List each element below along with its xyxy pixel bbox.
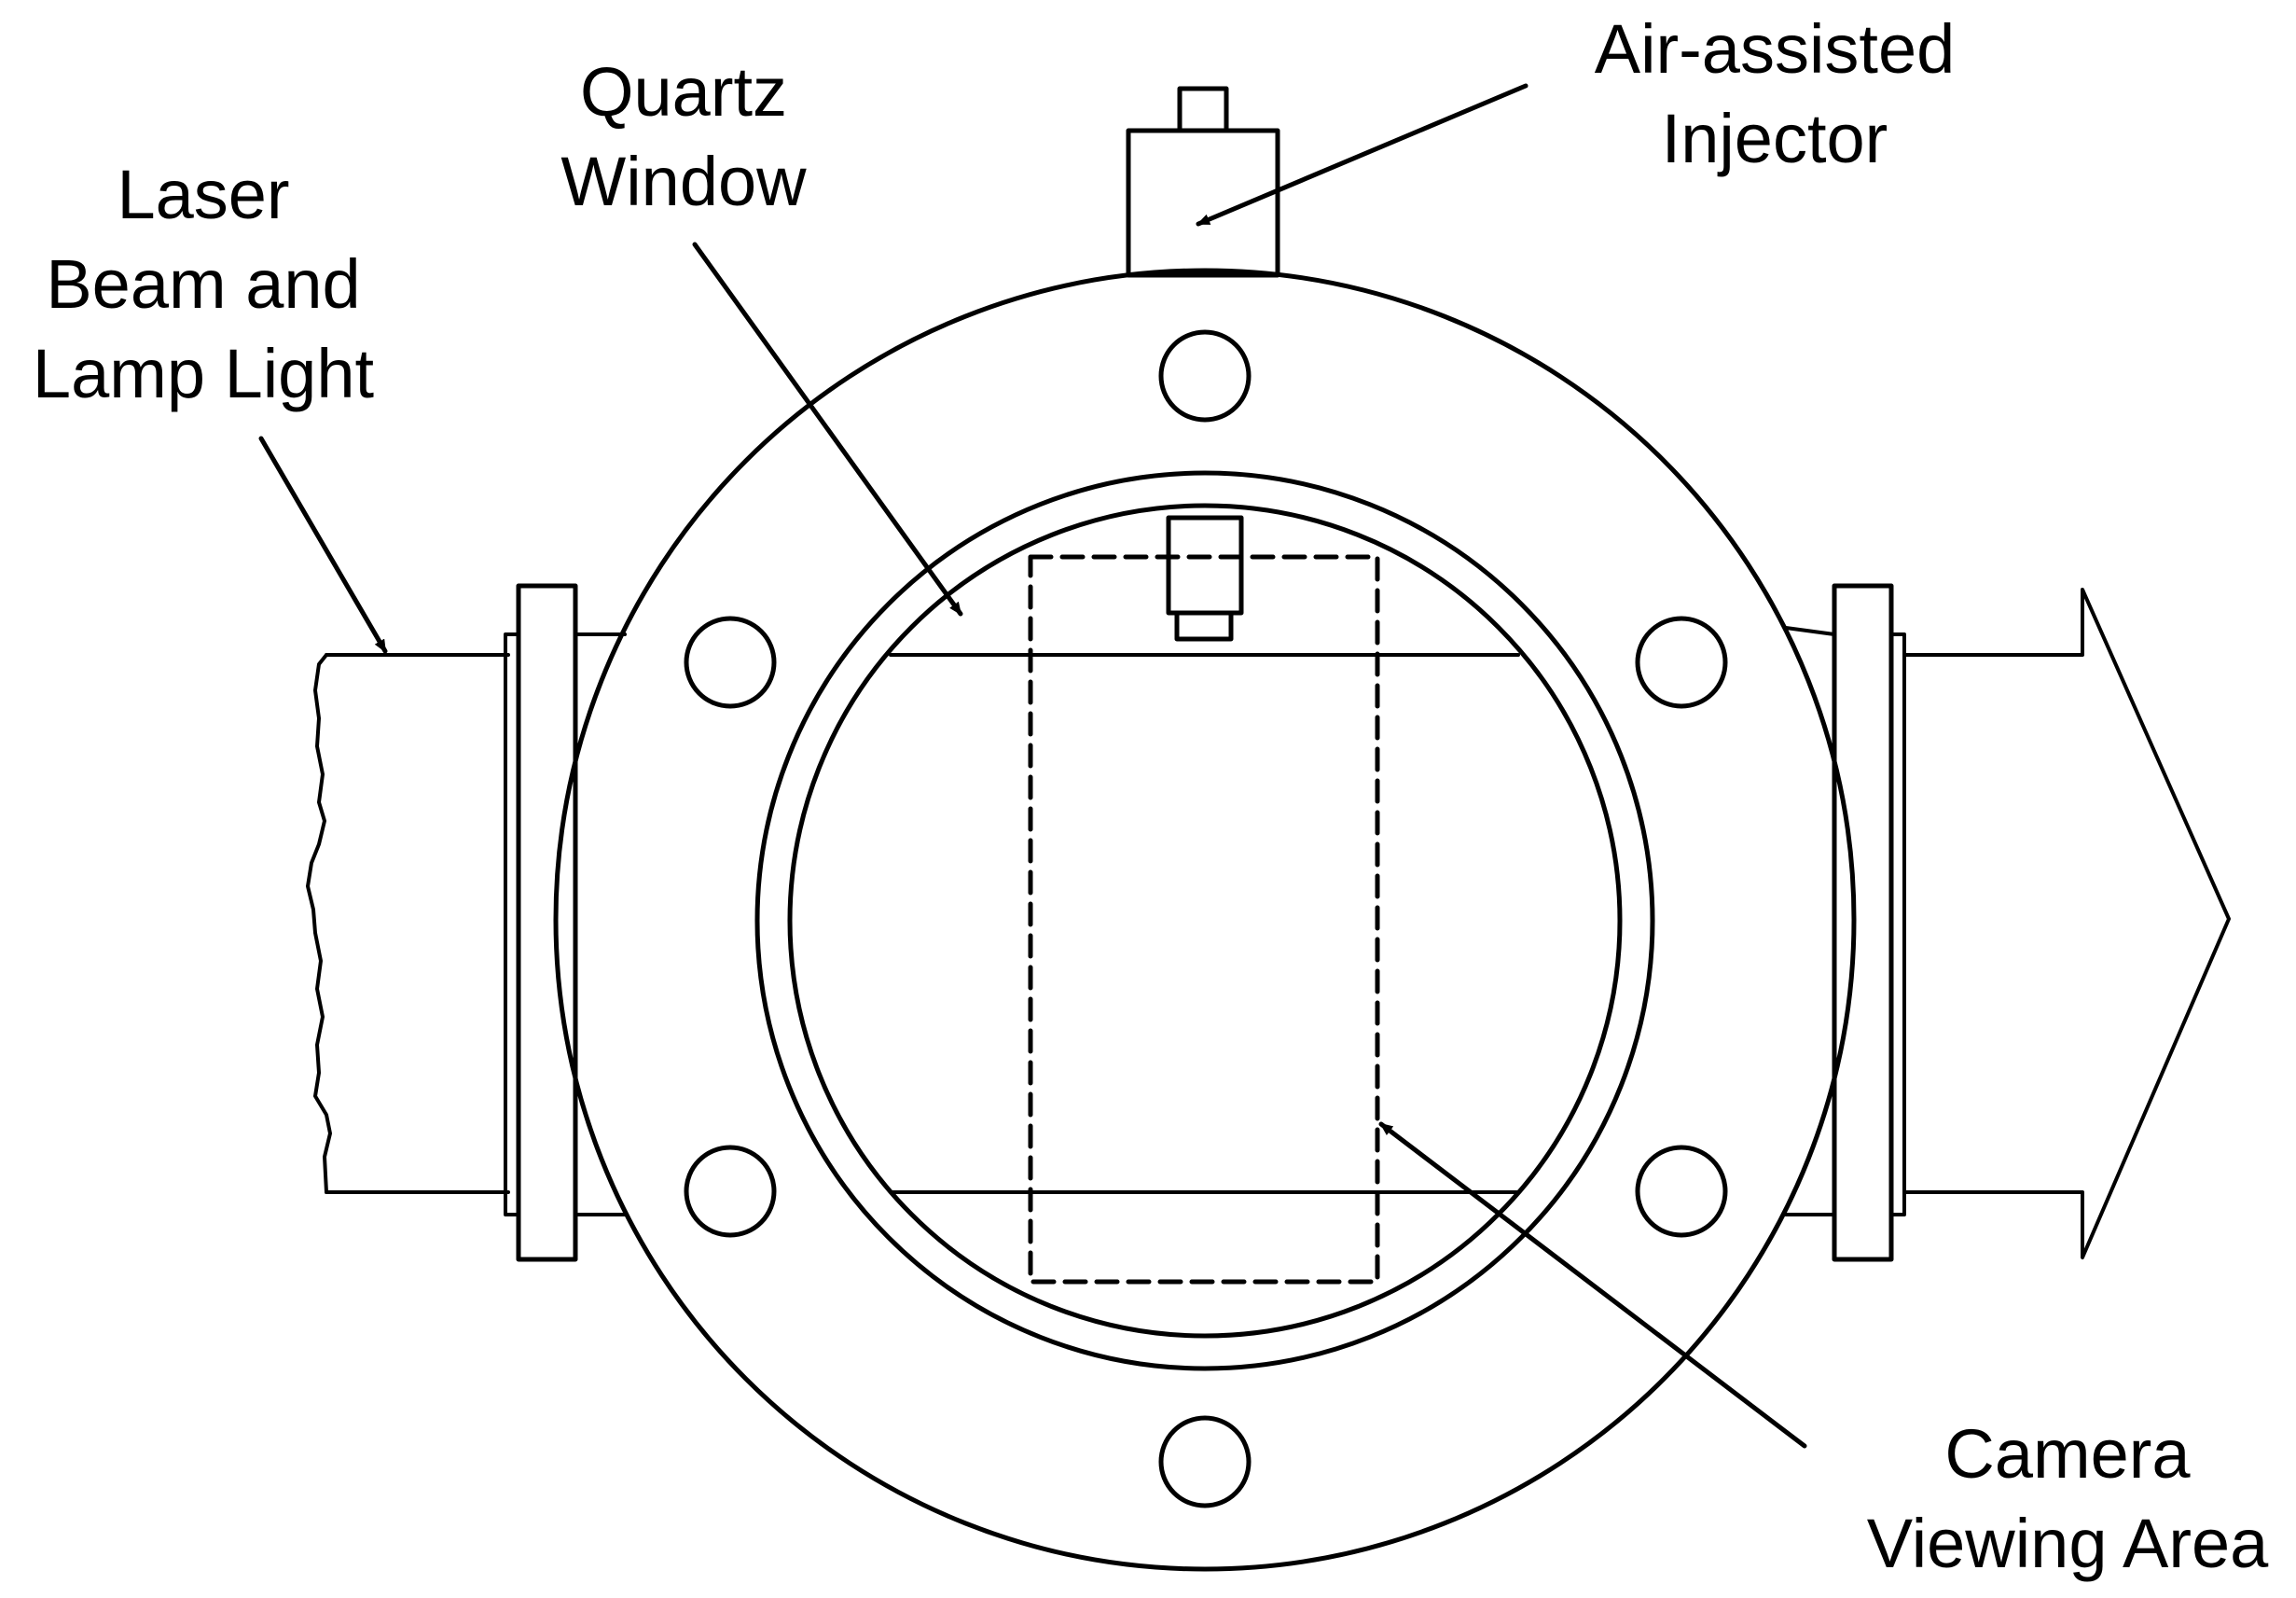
- bolt-hole-top: [1158, 329, 1252, 423]
- injector-tip: [1166, 515, 1244, 642]
- outer-flange-ring: [553, 268, 1857, 1572]
- camera-label-line-2: Viewing Area: [1867, 1505, 2269, 1582]
- quartz-label-line-1: Quartz: [580, 53, 787, 131]
- quartz-label-line-2: Window: [560, 143, 807, 220]
- bolt-hole-lower-right: [1635, 1145, 1728, 1238]
- laser-label-line-1: Laser: [117, 156, 289, 233]
- left-pipe: [306, 653, 510, 1194]
- bolt-hole-upper-left: [684, 616, 777, 709]
- quartz-window-outer-ring: [754, 470, 1655, 1371]
- right-flange: [1784, 583, 1906, 1262]
- camera-label-line-1: Camera: [1944, 1415, 2191, 1493]
- laser-leader-arrow: [258, 436, 388, 654]
- injector-label: Air-assisted Injector: [1595, 10, 1956, 177]
- left-flange: [504, 583, 627, 1262]
- bolt-holes: [684, 329, 1728, 1508]
- laser-label-line-2: Beam and: [46, 245, 360, 323]
- injector-body: [1126, 86, 1280, 278]
- pipe-break-edge: [306, 653, 332, 1194]
- laser-label-line-3: Lamp Light: [33, 335, 375, 412]
- bolt-hole-upper-right: [1635, 616, 1728, 709]
- bolt-hole-bottom: [1158, 1415, 1252, 1508]
- injector-label-line-2: Injector: [1662, 100, 1888, 177]
- injector-leader-arrow: [1196, 83, 1528, 227]
- injector-label-line-1: Air-assisted: [1595, 10, 1956, 88]
- camera-viewing-area-box: [1028, 554, 1380, 1285]
- laser-beam-label: Laser Beam and Lamp Light: [33, 156, 375, 412]
- camera-leader-arrow: [1378, 1121, 1807, 1449]
- quartz-window-inner-ring: [787, 503, 1623, 1339]
- quartz-leader-arrow: [692, 242, 963, 617]
- exit-arrow: [1902, 588, 2231, 1259]
- camera-viewing-area-label: Camera Viewing Area: [1867, 1415, 2269, 1582]
- quartz-window-label: Quartz Window: [560, 53, 807, 220]
- bolt-hole-lower-left: [684, 1145, 777, 1238]
